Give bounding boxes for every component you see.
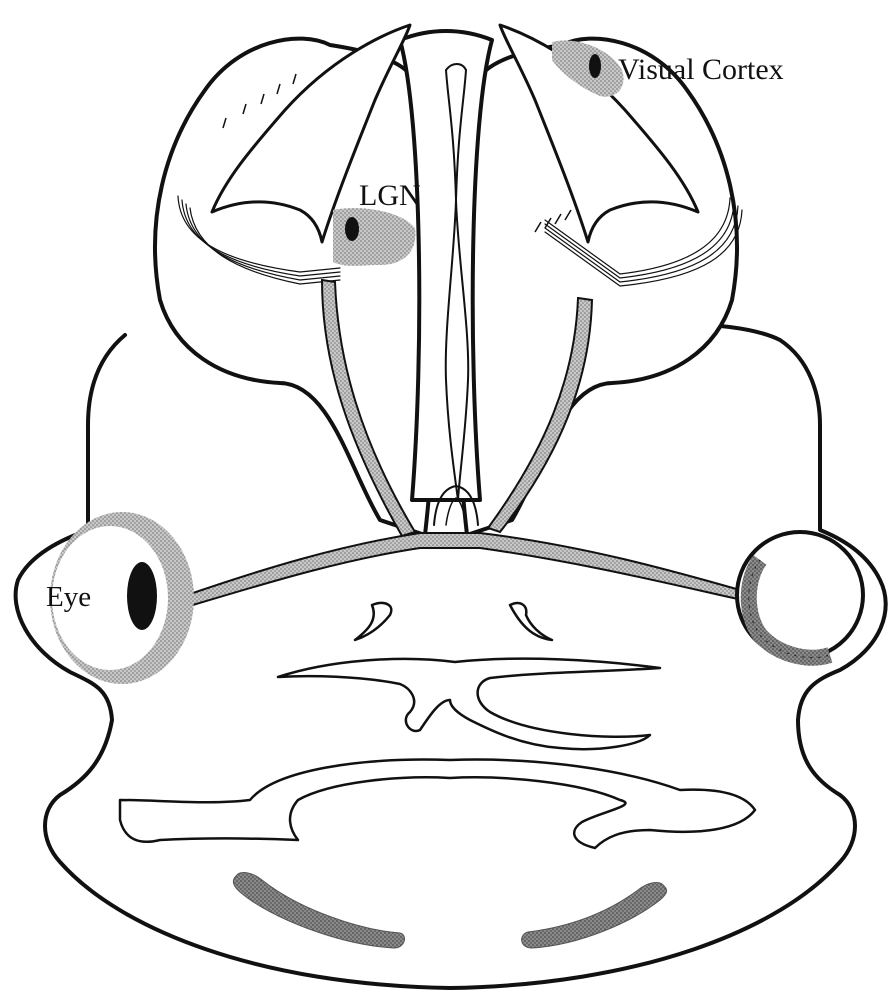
right-eye <box>737 532 863 658</box>
eye-label: Eye <box>46 583 91 612</box>
lgn-label: LGN <box>359 181 421 211</box>
visual-cortex-spot <box>589 54 601 78</box>
lgn-nucleus <box>345 217 359 241</box>
visual-cortex-label: Visual Cortex <box>618 55 784 85</box>
left-pupil <box>127 562 157 630</box>
